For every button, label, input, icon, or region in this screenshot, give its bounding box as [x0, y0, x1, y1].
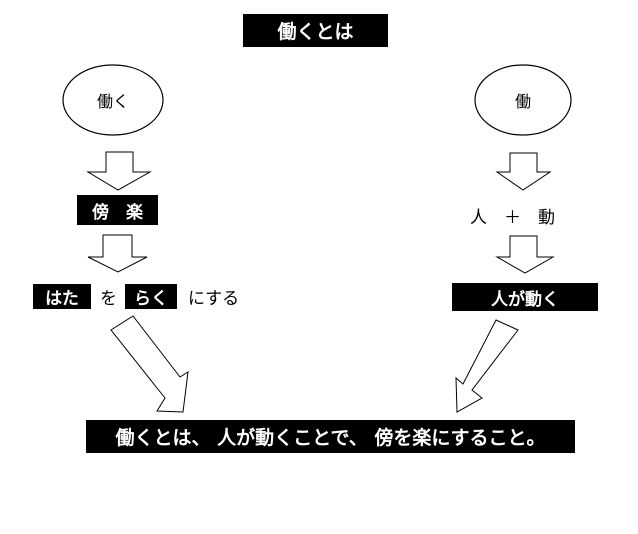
left-diagonal-arrow — [110, 315, 189, 413]
right-ellipse — [474, 64, 572, 136]
hito-ga-ugoku-box: 人が動く — [452, 283, 598, 311]
hata-raku-kanji-box: 傍 楽 — [77, 195, 158, 225]
hata-box: はた — [33, 284, 91, 309]
left-down-arrow-1 — [86, 151, 152, 191]
right-diagonal-arrow — [455, 319, 519, 413]
right-down-arrow-1 — [495, 152, 552, 191]
left-ellipse — [62, 64, 164, 136]
right-circle-label: 働 — [514, 92, 531, 111]
title-box: 働くとは — [243, 14, 388, 47]
conclusion-box: 働くとは、 人が動くことで、 傍を楽にすること。 — [86, 420, 575, 453]
raku-box: らく — [125, 284, 177, 309]
left-down-arrow-2 — [87, 234, 148, 273]
right-down-arrow-2 — [495, 235, 555, 274]
hito-plus-dou-text: 人 ＋ 動 — [470, 207, 555, 228]
ni-suru-text: にする — [188, 289, 240, 309]
left-circle-label: 働く — [96, 92, 129, 111]
wo-text: を — [100, 289, 117, 309]
